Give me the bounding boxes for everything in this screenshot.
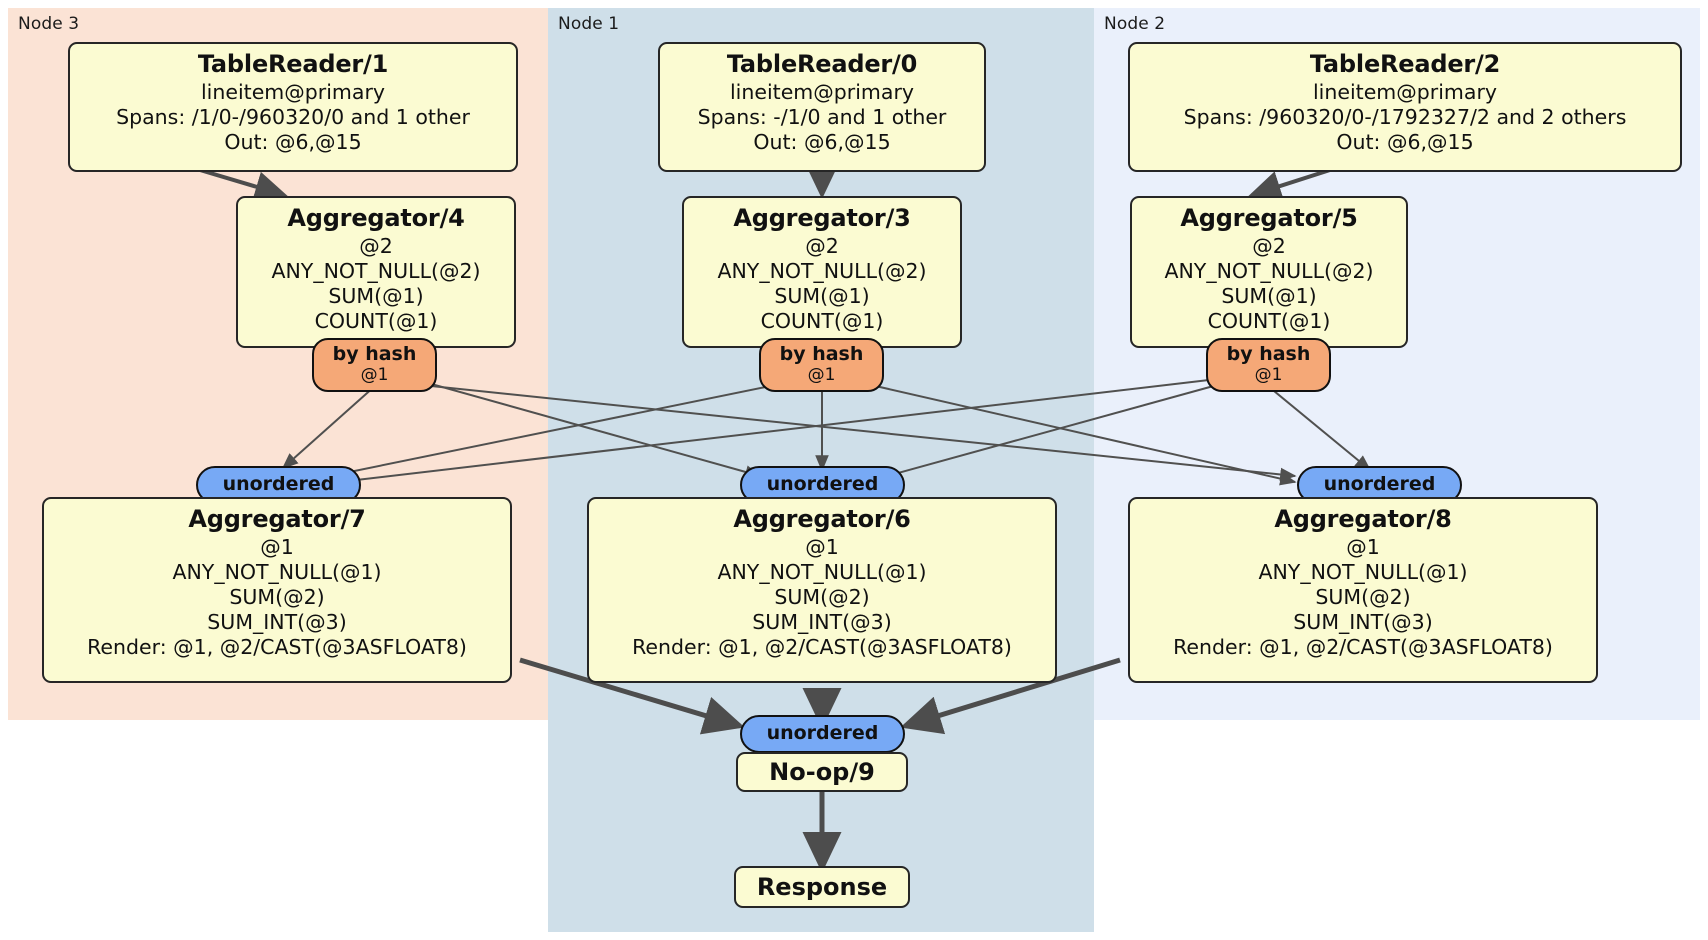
processor-noop-9[interactable]: No-op/9 [736,752,908,792]
processor-aggregator-8[interactable]: Aggregator/8 @1 ANY_NOT_NULL(@1) SUM(@2)… [1128,497,1598,683]
router-title: by hash [779,343,864,366]
synchronizer-title: unordered [766,722,879,745]
processor-line: SUM(@1) [774,284,870,309]
processor-title: TableReader/2 [1309,50,1501,78]
processor-line: COUNT(@1) [314,309,438,334]
processor-aggregator-3[interactable]: Aggregator/3 @2 ANY_NOT_NULL(@2) SUM(@1)… [682,196,962,348]
processor-line: Render: @1, @2/CAST(@3ASFLOAT8) [87,635,467,660]
router-by-hash-left[interactable]: by hash @1 [312,338,437,392]
router-key: @1 [360,365,389,386]
processor-title: TableReader/0 [726,50,918,78]
processor-line: ANY_NOT_NULL(@2) [717,259,927,284]
processor-line: Out: @6,@15 [1336,130,1474,155]
processor-line: Render: @1, @2/CAST(@3ASFLOAT8) [632,635,1012,660]
processor-line: Spans: /1/0-/960320/0 and 1 other [116,105,470,130]
synchronizer-unordered-final[interactable]: unordered [740,715,905,753]
processor-title: No-op/9 [769,758,875,786]
router-key: @1 [807,365,836,386]
processor-title: Aggregator/4 [287,204,465,232]
processor-line: Spans: /960320/0-/1792327/2 and 2 others [1183,105,1627,130]
processor-aggregator-6[interactable]: Aggregator/6 @1 ANY_NOT_NULL(@1) SUM(@2)… [587,497,1057,683]
node-region-label: Node 3 [18,14,80,34]
synchronizer-title: unordered [222,473,335,496]
processor-line: Out: @6,@15 [753,130,891,155]
processor-aggregator-5[interactable]: Aggregator/5 @2 ANY_NOT_NULL(@2) SUM(@1)… [1130,196,1408,348]
processor-line: @1 [1346,535,1380,560]
processor-line: ANY_NOT_NULL(@1) [717,560,927,585]
processor-line: lineitem@primary [1312,80,1498,105]
processor-aggregator-7[interactable]: Aggregator/7 @1 ANY_NOT_NULL(@1) SUM(@2)… [42,497,512,683]
processor-line: ANY_NOT_NULL(@2) [271,259,481,284]
processor-aggregator-4[interactable]: Aggregator/4 @2 ANY_NOT_NULL(@2) SUM(@1)… [236,196,516,348]
node-region-label: Node 2 [1104,14,1166,34]
processor-line: ANY_NOT_NULL(@2) [1164,259,1374,284]
processor-table-reader-1[interactable]: TableReader/1 lineitem@primary Spans: /1… [68,42,518,172]
processor-line: SUM_INT(@3) [207,610,347,635]
processor-line: @2 [805,234,839,259]
router-title: by hash [332,343,417,366]
router-by-hash-right[interactable]: by hash @1 [1206,338,1331,392]
processor-title: Aggregator/6 [733,505,911,533]
synchronizer-title: unordered [766,473,879,496]
processor-line: Out: @6,@15 [224,130,362,155]
processor-line: SUM_INT(@3) [752,610,892,635]
processor-title: Aggregator/3 [733,204,911,232]
router-key: @1 [1254,365,1283,386]
processor-line: lineitem@primary [200,80,386,105]
processor-line: SUM(@1) [1221,284,1317,309]
processor-line: COUNT(@1) [1207,309,1331,334]
processor-line: SUM_INT(@3) [1293,610,1433,635]
processor-line: Render: @1, @2/CAST(@3ASFLOAT8) [1173,635,1553,660]
processor-line: @1 [805,535,839,560]
processor-title: Aggregator/5 [1180,204,1358,232]
processor-line: SUM(@2) [229,585,325,610]
processor-line: Spans: -/1/0 and 1 other [697,105,947,130]
synchronizer-title: unordered [1323,473,1436,496]
processor-line: @2 [1252,234,1286,259]
processor-table-reader-2[interactable]: TableReader/2 lineitem@primary Spans: /9… [1128,42,1682,172]
processor-title: TableReader/1 [197,50,389,78]
processor-line: @1 [260,535,294,560]
processor-response[interactable]: Response [734,866,910,908]
processor-line: ANY_NOT_NULL(@1) [1258,560,1468,585]
node-region-label: Node 1 [558,14,620,34]
processor-line: SUM(@1) [328,284,424,309]
processor-title: Response [756,873,888,901]
processor-line: ANY_NOT_NULL(@1) [172,560,382,585]
router-by-hash-center[interactable]: by hash @1 [759,338,884,392]
processor-line: @2 [359,234,393,259]
router-title: by hash [1226,343,1311,366]
processor-line: SUM(@2) [1315,585,1411,610]
processor-line: lineitem@primary [729,80,915,105]
processor-table-reader-0[interactable]: TableReader/0 lineitem@primary Spans: -/… [658,42,986,172]
processor-title: Aggregator/7 [188,505,366,533]
processor-line: COUNT(@1) [760,309,884,334]
processor-title: Aggregator/8 [1274,505,1452,533]
processor-line: SUM(@2) [774,585,870,610]
